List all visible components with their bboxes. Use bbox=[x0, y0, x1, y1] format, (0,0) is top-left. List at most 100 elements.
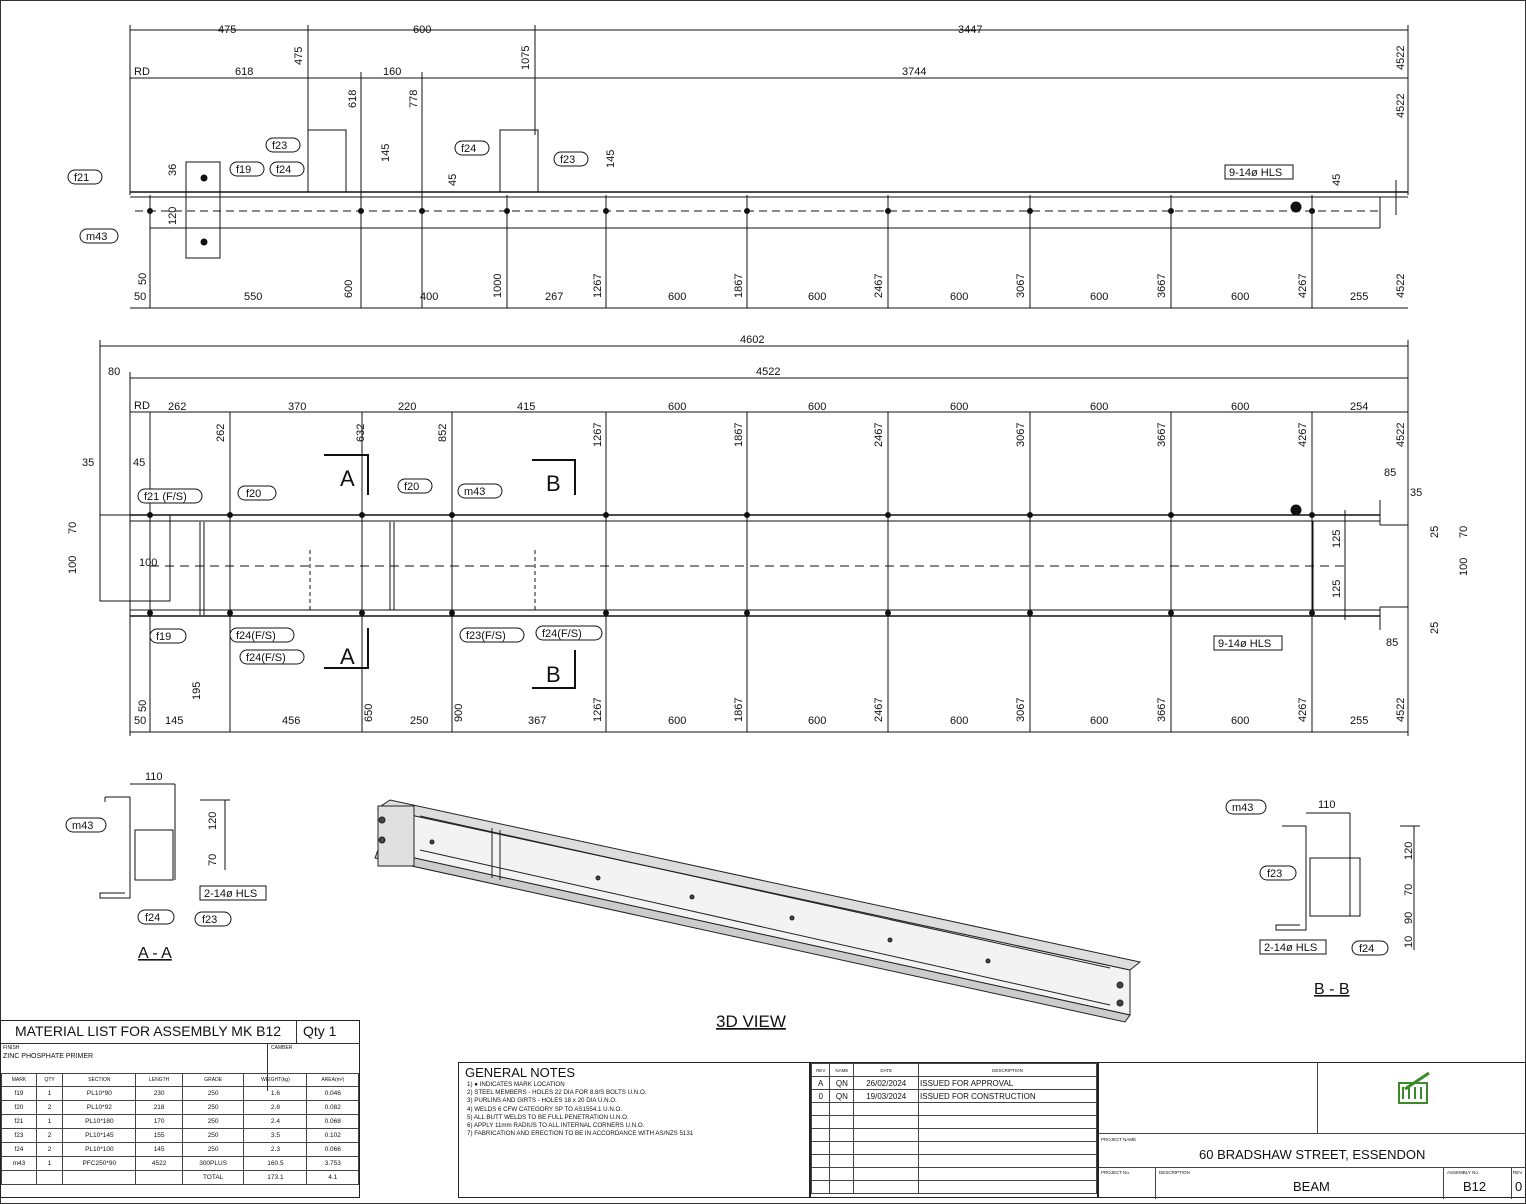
dim-text: 262 bbox=[168, 401, 186, 413]
company-logo bbox=[1395, 1069, 1435, 1109]
table-cell: 155 bbox=[135, 1128, 183, 1143]
table-cell: PL10*100 bbox=[62, 1142, 137, 1157]
dim-text: 45 bbox=[1331, 174, 1343, 186]
section-cut-label: A bbox=[340, 644, 355, 669]
table-cell: ISSUED FOR APPROVAL bbox=[918, 1076, 1097, 1090]
dim-text: 70 bbox=[1403, 884, 1415, 896]
dim-text: 3667 bbox=[1156, 274, 1168, 298]
table-cell: ISSUED FOR CONSTRUCTION bbox=[918, 1089, 1097, 1103]
dim-text: 600 bbox=[950, 401, 968, 413]
dim-text: 4522 bbox=[1395, 94, 1407, 118]
dim-text: 35 bbox=[1410, 487, 1422, 499]
table-header: MARK bbox=[1, 1073, 37, 1087]
dim-text: 125 bbox=[1331, 530, 1343, 548]
dim-text: 2467 bbox=[873, 274, 885, 298]
dim-text: 1867 bbox=[733, 423, 745, 447]
table-cell: 0.082 bbox=[306, 1100, 359, 1115]
table-cell: 250 bbox=[181, 1100, 245, 1115]
title-block: PROJECT NAME 60 BRADSHAW STREET, ESSENDO… bbox=[1098, 1062, 1526, 1199]
table-cell bbox=[918, 1128, 1097, 1142]
table-cell bbox=[829, 1154, 855, 1168]
rd-label: RD bbox=[134, 66, 150, 78]
material-list-title: MATERIAL LIST FOR ASSEMBLY MK B12 bbox=[15, 1023, 282, 1039]
dim-text: 3067 bbox=[1015, 698, 1027, 722]
table-cell: 1 bbox=[35, 1156, 64, 1171]
project-name-label: PROJECT NAME bbox=[1101, 1137, 1137, 1142]
table-cell bbox=[853, 1167, 920, 1181]
dim-text: 600 bbox=[413, 24, 431, 36]
part-mark: f24 bbox=[137, 909, 175, 925]
hole-mark bbox=[1027, 512, 1033, 518]
table-cell: f20 bbox=[1, 1100, 37, 1115]
table-cell: PL10*90 bbox=[62, 1086, 137, 1101]
table-cell bbox=[853, 1180, 920, 1194]
hole-mark bbox=[359, 610, 365, 616]
hole-mark bbox=[227, 512, 233, 518]
table-cell: 0.068 bbox=[306, 1114, 359, 1129]
description-label: DESCRIPTION bbox=[1159, 1170, 1190, 1175]
table-cell: 250 bbox=[181, 1142, 245, 1157]
dim-text: 195 bbox=[191, 682, 203, 700]
table-cell: 3.5 bbox=[243, 1128, 308, 1143]
hole-mark bbox=[449, 512, 455, 518]
hole-mark bbox=[885, 208, 891, 214]
assembly-value: B12 bbox=[1463, 1179, 1487, 1194]
dim-text: 3667 bbox=[1156, 698, 1168, 722]
dim-text: 50 bbox=[134, 715, 146, 727]
section-cut-label: B bbox=[546, 662, 561, 687]
finish-value: ZINC PHOSPHATE PRIMER bbox=[3, 1053, 94, 1060]
general-notes-title: GENERAL NOTES bbox=[465, 1065, 576, 1080]
dim-text: 110 bbox=[1318, 799, 1336, 811]
note-line: 7) FABRICATION AND ERECTION TO BE IN ACC… bbox=[467, 1130, 694, 1138]
dim-text: 50 bbox=[137, 700, 149, 712]
dim-text: 255 bbox=[1350, 291, 1368, 303]
table-header: DESCRIPTION bbox=[918, 1063, 1097, 1077]
table-cell bbox=[918, 1115, 1097, 1129]
section-title: A - A bbox=[138, 945, 172, 962]
table-cell bbox=[810, 1154, 831, 1168]
table-cell bbox=[918, 1154, 1097, 1168]
hole-mark bbox=[147, 610, 153, 616]
svg-text:f23: f23 bbox=[272, 140, 287, 152]
rev-label: REV bbox=[1513, 1170, 1523, 1175]
dim-text: 550 bbox=[244, 291, 262, 303]
table-cell: TOTAL bbox=[181, 1170, 245, 1185]
table-cell: 3.753 bbox=[306, 1156, 359, 1171]
dim-text: 2467 bbox=[873, 698, 885, 722]
table-cell bbox=[918, 1102, 1097, 1116]
hole-mark bbox=[504, 208, 510, 214]
rd-label: RD bbox=[134, 400, 150, 412]
part-mark: f20 bbox=[237, 485, 277, 501]
table-cell bbox=[853, 1102, 920, 1116]
section-cut-label: A bbox=[340, 466, 355, 491]
svg-text:f20: f20 bbox=[404, 481, 419, 493]
svg-text:f21 (F/S): f21 (F/S) bbox=[144, 491, 187, 503]
svg-text:f23(F/S): f23(F/S) bbox=[466, 630, 506, 642]
dim-text: 632 bbox=[355, 424, 367, 442]
table-cell: 170 bbox=[135, 1114, 183, 1129]
dim-text: 4267 bbox=[1297, 274, 1309, 298]
svg-text:f20: f20 bbox=[246, 488, 261, 500]
section-b-b bbox=[1275, 812, 1420, 950]
table-header: SECTION bbox=[62, 1073, 137, 1087]
dim-text: 110 bbox=[145, 771, 163, 783]
dim-text: 600 bbox=[808, 291, 826, 303]
table-cell bbox=[918, 1141, 1097, 1155]
dim-text: 4267 bbox=[1297, 423, 1309, 447]
dim-text: 100 bbox=[67, 556, 79, 574]
table-cell: 2.4 bbox=[243, 1114, 308, 1129]
dim-text: 90 bbox=[1403, 912, 1415, 924]
table-cell: 0.046 bbox=[306, 1086, 359, 1101]
finish-label: FINISH bbox=[3, 1045, 20, 1051]
svg-text:m43: m43 bbox=[72, 820, 93, 832]
part-mark: f24 bbox=[1351, 940, 1389, 956]
dim-text: 600 bbox=[343, 280, 355, 298]
dim-text: 160 bbox=[383, 66, 401, 78]
svg-text:f19: f19 bbox=[156, 631, 171, 643]
dim-text: 85 bbox=[1384, 467, 1396, 479]
dim-text: 25 bbox=[1429, 526, 1441, 538]
dim-text: 3744 bbox=[902, 66, 926, 78]
